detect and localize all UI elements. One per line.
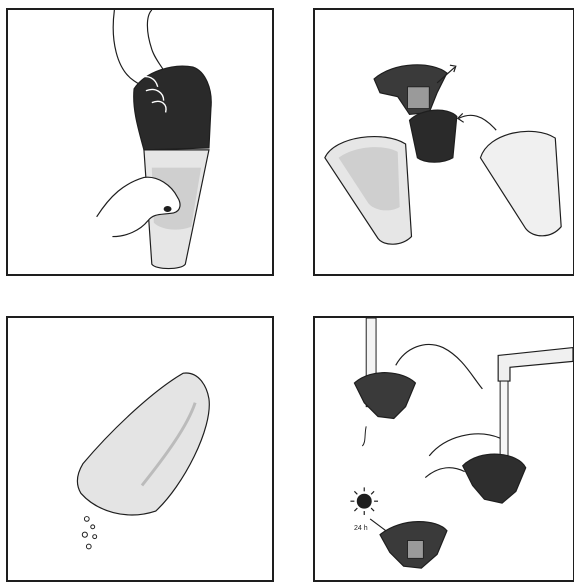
left-filter [354, 373, 415, 419]
right-filter [463, 454, 526, 503]
step-4-rinse-dry-panel: 24 h [313, 316, 574, 582]
sun-drying-caption: 24 h [354, 525, 368, 532]
right-container [480, 131, 561, 235]
filter-cup [410, 110, 457, 162]
vacuum-motor-body [134, 66, 212, 150]
tilted-container [77, 373, 209, 515]
falling-debris [82, 517, 96, 549]
step-2-disassemble-panel [313, 8, 574, 276]
step-4-illustration [315, 318, 573, 580]
step-3-illustration [8, 318, 272, 580]
step-1-illustration [8, 10, 272, 274]
step-3-empty-container-panel [6, 316, 274, 582]
arrow-curved [459, 115, 496, 130]
right-faucet [498, 348, 573, 381]
sun-icon [350, 487, 378, 515]
step-2-illustration [315, 10, 573, 274]
step-1-remove-container-panel [6, 8, 274, 276]
